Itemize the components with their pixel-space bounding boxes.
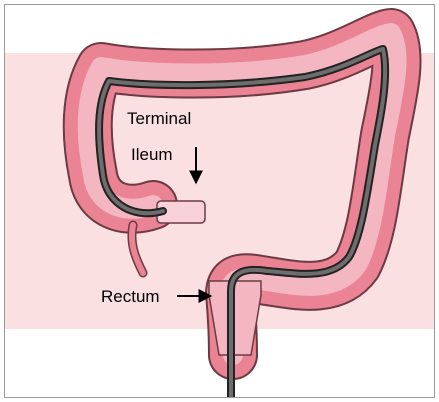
terminal-ileum-label-line1: Terminal [127,110,191,127]
terminal-ileum-label-line2: Ileum [131,146,173,163]
figure-frame: Terminal Ileum Rectum [4,4,435,398]
colon-illustration [88,33,397,398]
colonoscopy-diagram [5,5,435,398]
rectum-label: Rectum [101,288,160,305]
